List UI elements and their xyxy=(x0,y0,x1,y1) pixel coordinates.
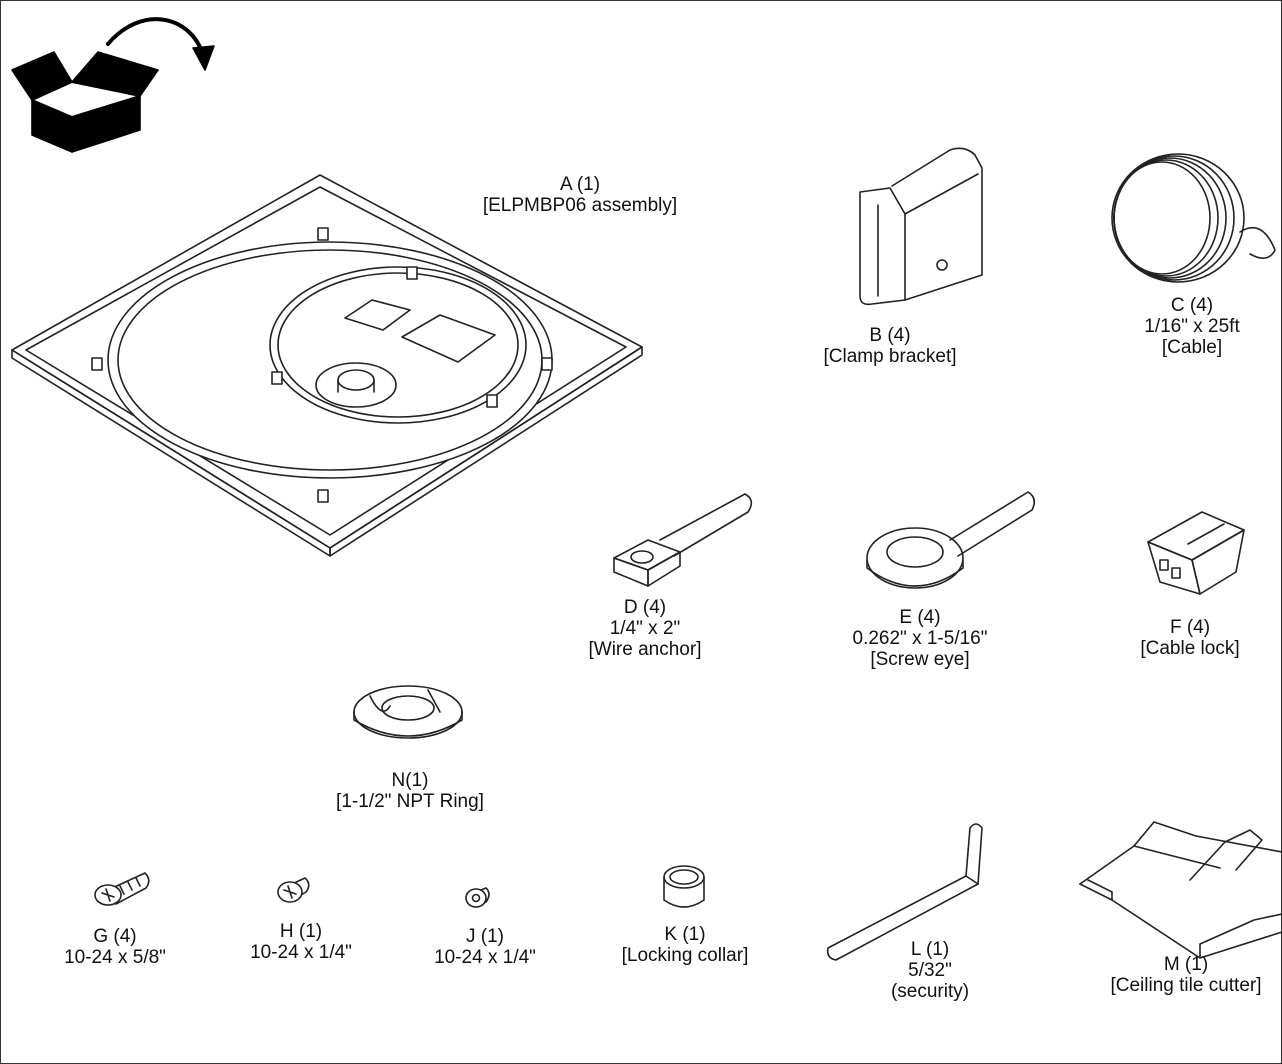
part-a-drawing xyxy=(11,174,643,557)
part-f-drawing xyxy=(1147,511,1245,595)
part-f-label: F (4) [Cable lock] xyxy=(1110,617,1270,659)
part-b-desc: [Clamp bracket] xyxy=(823,346,957,367)
part-l-label: L (1) 5/32" (security) xyxy=(870,939,990,1002)
part-g-id: G (4) xyxy=(93,926,137,947)
part-c-id: C (4) xyxy=(1170,295,1214,316)
part-g-drawing xyxy=(94,872,150,906)
part-l-spec: 5/32" xyxy=(908,960,952,981)
part-j-spec: 10-24 x 1/4" xyxy=(434,947,536,968)
part-c-spec: 1/16" x 25ft xyxy=(1144,316,1240,337)
part-e-drawing xyxy=(866,491,1036,589)
part-m-label: M (1) [Ceiling tile cutter] xyxy=(1092,954,1280,996)
part-f-id: F (4) xyxy=(1169,617,1211,638)
part-k-label: K (1) [Locking collar] xyxy=(595,924,775,966)
part-f-desc: [Cable lock] xyxy=(1140,638,1240,659)
part-l-desc: (security) xyxy=(890,981,970,1002)
part-k-drawing xyxy=(663,865,705,908)
part-c-desc: [Cable] xyxy=(1161,337,1223,358)
part-b-drawing xyxy=(859,147,983,306)
part-e-label: E (4) 0.262" x 1-5/16" [Screw eye] xyxy=(820,607,1020,670)
part-h-drawing xyxy=(277,877,310,903)
part-d-drawing xyxy=(613,493,753,587)
part-g-label: G (4) 10-24 x 5/8" xyxy=(40,926,190,968)
part-c-label: C (4) 1/16" x 25ft [Cable] xyxy=(1102,295,1282,358)
part-h-id: H (1) xyxy=(279,921,323,942)
part-d-id: D (4) xyxy=(623,597,667,618)
part-n-desc: [1-1/2" NPT Ring] xyxy=(336,791,484,812)
part-j-label: J (1) 10-24 x 1/4" xyxy=(410,926,560,968)
part-h-label: H (1) 10-24 x 1/4" xyxy=(226,921,376,963)
part-e-spec: 0.262" x 1-5/16" xyxy=(852,628,988,649)
part-h-spec: 10-24 x 1/4" xyxy=(250,942,352,963)
part-n-label: N(1) [1-1/2" NPT Ring] xyxy=(300,770,520,812)
part-l-drawing xyxy=(826,823,983,961)
part-n-id: N(1) xyxy=(391,770,429,791)
part-m-id: M (1) xyxy=(1163,954,1209,975)
part-a-label: A (1) [ELPMBP06 assembly] xyxy=(430,174,730,216)
part-b-label: B (4) [Clamp bracket] xyxy=(790,325,990,367)
part-e-id: E (4) xyxy=(899,607,941,628)
part-d-spec: 1/4" x 2" xyxy=(609,618,681,639)
part-k-desc: [Locking collar] xyxy=(621,945,749,966)
part-c-drawing xyxy=(1111,153,1276,283)
part-b-id: B (4) xyxy=(869,325,911,346)
part-d-desc: [Wire anchor] xyxy=(588,639,702,660)
part-j-id: J (1) xyxy=(466,926,504,947)
part-a-desc: [ELPMBP06 assembly] xyxy=(482,195,678,216)
part-j-drawing xyxy=(465,887,490,908)
part-m-desc: [Ceiling tile cutter] xyxy=(1110,975,1262,996)
part-n-drawing xyxy=(353,685,463,739)
part-g-spec: 10-24 x 5/8" xyxy=(64,947,166,968)
open-box-with-arrow-icon xyxy=(11,17,215,153)
part-e-desc: [Screw eye] xyxy=(870,649,970,670)
part-a-id: A (1) xyxy=(559,174,601,195)
part-l-id: L (1) xyxy=(910,939,950,960)
part-k-id: K (1) xyxy=(664,924,706,945)
part-d-label: D (4) 1/4" x 2" [Wire anchor] xyxy=(560,597,730,660)
part-m-drawing xyxy=(1079,821,1282,959)
